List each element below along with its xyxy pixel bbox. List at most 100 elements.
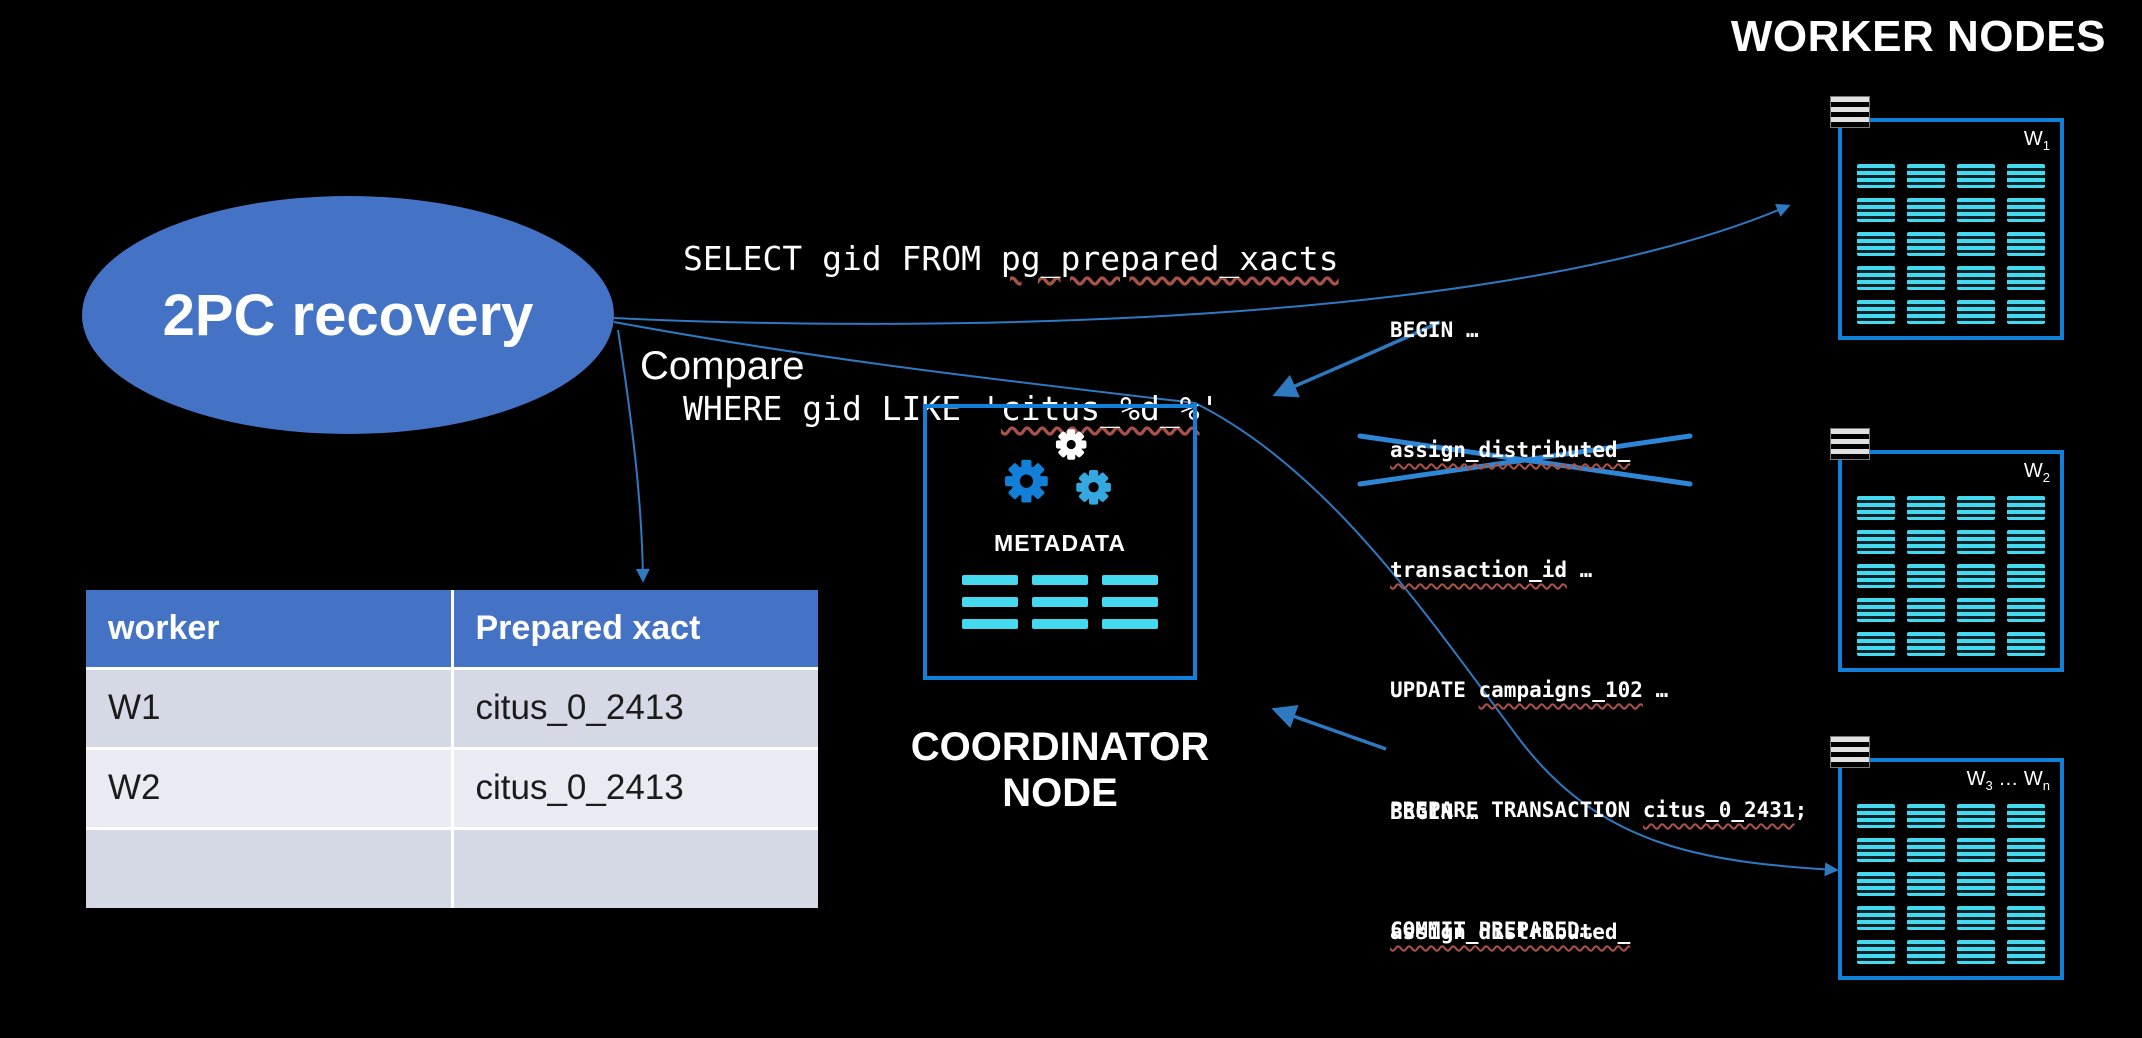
code-line: BEGIN … bbox=[1390, 792, 1807, 832]
code-text: … bbox=[1642, 678, 1669, 702]
shard-icon bbox=[1907, 198, 1945, 222]
shard-icon bbox=[2007, 906, 2045, 930]
shard-icon bbox=[1957, 872, 1995, 896]
table-header-row: worker Prepared xact bbox=[86, 590, 818, 670]
gears-icon bbox=[1005, 429, 1111, 505]
shard-icon bbox=[2007, 872, 2045, 896]
cell-xact bbox=[450, 826, 818, 908]
shard-icon bbox=[1907, 940, 1945, 964]
coordinator-title-line2: NODE bbox=[1002, 771, 1118, 815]
sql-text: SELECT gid FROM bbox=[683, 239, 1001, 278]
shard-grid bbox=[1857, 164, 2045, 324]
server-stack-icon bbox=[1830, 736, 1870, 768]
code-line: UPDATE campaigns_102 … bbox=[1390, 670, 1807, 710]
sql-text: ' bbox=[1199, 389, 1220, 428]
metadata-bar-icon bbox=[1102, 597, 1158, 607]
shard-icon bbox=[1907, 838, 1945, 862]
shard-icon bbox=[2007, 198, 2045, 222]
code-token-underlined: citus_0_2431 bbox=[1642, 798, 1795, 822]
shard-icon bbox=[1857, 632, 1895, 656]
coordinator-node-title: COORDINATOR NODE bbox=[880, 724, 1240, 816]
shard-icon bbox=[1957, 804, 1995, 828]
metadata-bar-icon bbox=[1102, 575, 1158, 585]
shard-icon bbox=[2007, 266, 2045, 290]
shard-icon bbox=[1857, 940, 1895, 964]
coordinator-node-box: METADATA bbox=[923, 404, 1197, 680]
worker-label-w1: W1 bbox=[2024, 128, 2050, 153]
table-row: W2 citus_0_2413 bbox=[86, 746, 818, 830]
shard-icon bbox=[2007, 838, 2045, 862]
shard-icon bbox=[1907, 164, 1945, 188]
shard-icon bbox=[1907, 300, 1945, 324]
shard-icon bbox=[1957, 838, 1995, 862]
code-token-underlined: transaction_id bbox=[1390, 558, 1568, 582]
sql-token-underlined: pg_prepared_xacts bbox=[1000, 239, 1339, 278]
cell-worker bbox=[86, 826, 454, 908]
transaction-steps-1: BEGIN … assign_distributed_ transaction_… bbox=[1390, 230, 1807, 1030]
worker-label-text: … W bbox=[1992, 768, 2043, 790]
metadata-bar-icon bbox=[1102, 619, 1158, 629]
coordinator-title-line1: COORDINATOR bbox=[910, 725, 1210, 769]
cell-worker: W1 bbox=[86, 666, 454, 750]
cell-xact: citus_0_2413 bbox=[450, 746, 818, 830]
metadata-label: METADATA bbox=[994, 530, 1126, 556]
cell-worker: W2 bbox=[86, 746, 454, 830]
col-header-prepared-xact: Prepared xact bbox=[450, 590, 818, 670]
code-text: PREPARE TRANSACTION bbox=[1390, 798, 1643, 822]
shard-icon bbox=[1857, 804, 1895, 828]
compare-label: Compare bbox=[640, 344, 805, 388]
worker-label-sub: 1 bbox=[2042, 138, 2050, 153]
worker-label-sub: 3 bbox=[1985, 778, 1993, 793]
shard-icon bbox=[1957, 300, 1995, 324]
metadata-bar-icon bbox=[1032, 597, 1088, 607]
code-token-underlined: campaigns_102 bbox=[1478, 678, 1643, 702]
sql-line-1: SELECT gid FROM pg_prepared_xacts bbox=[683, 234, 1339, 284]
code-text: ; bbox=[1794, 798, 1808, 822]
shard-icon bbox=[1857, 232, 1895, 256]
code-line: transaction_id … bbox=[1390, 1032, 1807, 1038]
2pc-recovery-ellipse: 2PC recovery bbox=[82, 196, 614, 434]
worker-node-w1: W1 bbox=[1830, 96, 2064, 340]
shard-icon bbox=[1857, 598, 1895, 622]
gear-small-white bbox=[1055, 429, 1087, 460]
worker-nodes-title: WORKER NODES bbox=[1730, 12, 2106, 61]
col-header-worker: worker bbox=[86, 590, 454, 670]
table-row: W1 citus_0_2413 bbox=[86, 666, 818, 750]
code-text: BEGIN … bbox=[1390, 318, 1479, 342]
shard-icon bbox=[1857, 266, 1895, 290]
worker-label-w2: W2 bbox=[2024, 460, 2050, 485]
shard-icon bbox=[2007, 564, 2045, 588]
code-line: BEGIN … bbox=[1390, 310, 1807, 350]
shard-icon bbox=[2007, 530, 2045, 554]
shard-icon bbox=[1957, 496, 1995, 520]
shard-icon bbox=[1907, 496, 1945, 520]
code-token-underlined: assign_distributed_ bbox=[1390, 438, 1631, 462]
arrow-tx2-to-coordinator bbox=[1271, 705, 1387, 751]
shard-grid bbox=[1857, 804, 2045, 964]
shard-icon bbox=[1907, 632, 1945, 656]
shard-icon bbox=[1907, 872, 1945, 896]
gear-medium-lightblue bbox=[1076, 469, 1111, 505]
worker-label-sub: n bbox=[2042, 778, 2050, 793]
shard-icon bbox=[1957, 266, 1995, 290]
shard-icon bbox=[1957, 598, 1995, 622]
shard-icon bbox=[1957, 232, 1995, 256]
shard-icon bbox=[2007, 300, 2045, 324]
shard-grid bbox=[1857, 496, 2045, 656]
metadata-bar-icon bbox=[1032, 575, 1088, 585]
worker-label-sub: 2 bbox=[2042, 470, 2050, 485]
worker-label-text: W bbox=[1966, 768, 1986, 790]
code-text: BEGIN … bbox=[1390, 800, 1479, 824]
metadata-bar-icon bbox=[962, 575, 1018, 585]
shard-icon bbox=[1857, 164, 1895, 188]
shard-icon bbox=[1907, 598, 1945, 622]
sql-line-2: WHERE gid LIKE 'citus_%d_%' bbox=[683, 384, 1339, 434]
code-line: PREPARE TRANSACTION citus_0_2431; bbox=[1390, 790, 1807, 830]
shard-icon bbox=[1957, 632, 1995, 656]
worker-label-w3-wn: W3 … Wn bbox=[1967, 768, 2050, 793]
shard-icon bbox=[1857, 906, 1895, 930]
code-line: assign_distributed_ bbox=[1390, 912, 1807, 952]
server-stack-icon bbox=[1830, 428, 1870, 460]
shard-icon bbox=[2007, 164, 2045, 188]
